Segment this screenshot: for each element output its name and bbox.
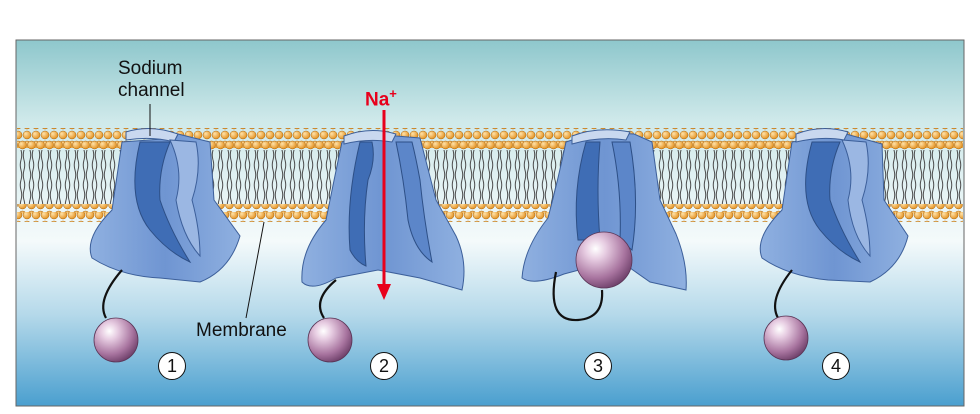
step-number-2: 2 [370, 352, 398, 380]
channel-label-line1: Sodium [118, 58, 183, 79]
membrane-leader-line [245, 221, 265, 319]
step-number-4: 4 [822, 352, 850, 380]
sodium-ion-label: Na+ [365, 86, 397, 111]
membrane-label: Membrane [196, 320, 287, 341]
inactivation-ball-3 [575, 231, 633, 289]
sodium-ion-charge: + [389, 86, 397, 101]
channel-2-open [301, 110, 465, 363]
step-number-3: 3 [584, 352, 612, 380]
channel-1-closed [89, 128, 241, 363]
channel-label-line2: channel [118, 80, 185, 101]
inactivation-ball-2 [307, 317, 353, 363]
sodium-ion-symbol: Na [365, 89, 390, 111]
sodium-channel-label: Sodium channel [118, 58, 228, 102]
inactivation-ball-1 [93, 317, 139, 363]
inactivation-ball-4 [763, 315, 809, 361]
channel-3-inactivated [521, 129, 687, 322]
channel-4-closed [759, 128, 909, 361]
step-number-1: 1 [158, 352, 186, 380]
